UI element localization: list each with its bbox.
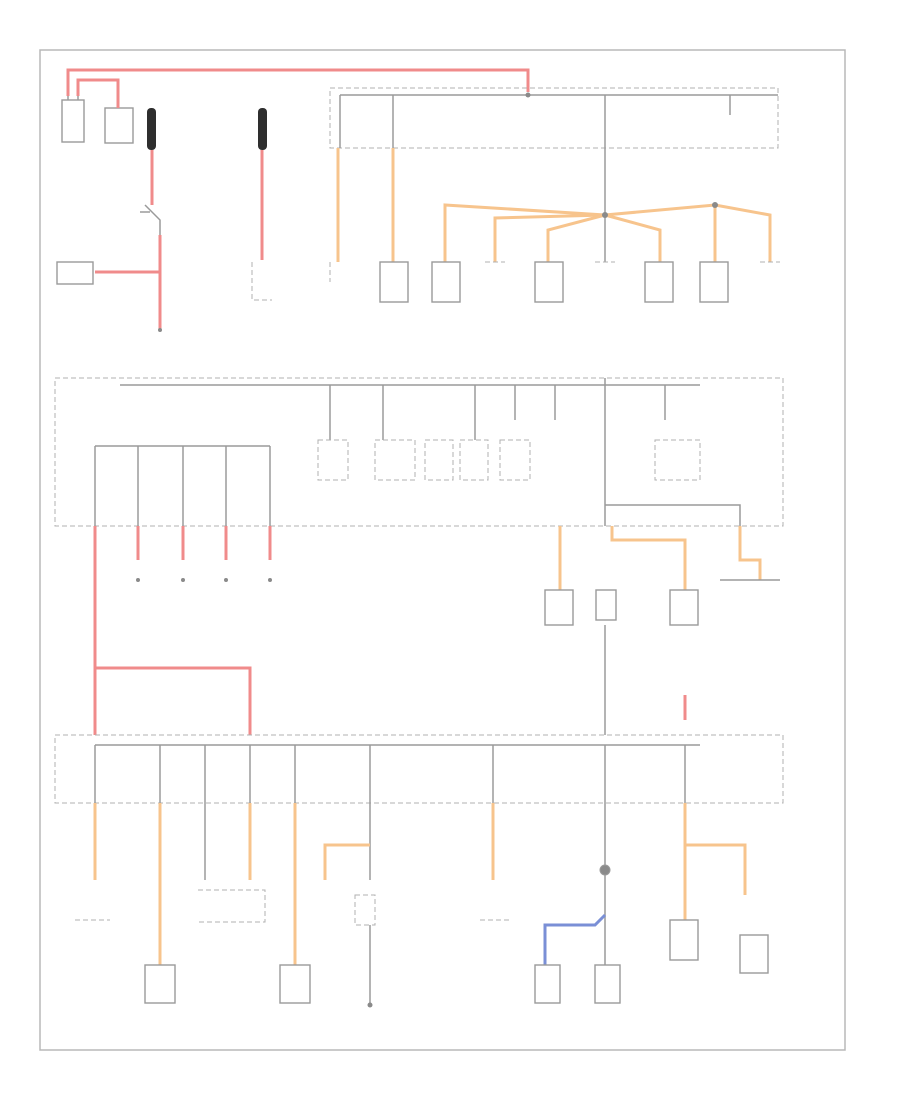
left-fuse-cluster [94, 445, 271, 526]
main-red-trunk-wire [93, 526, 252, 735]
relay-center-box [54, 377, 784, 527]
fuse-block-box [54, 734, 784, 804]
fuse-block-taps [94, 745, 686, 803]
ignition-switch-icon [140, 204, 161, 235]
relay-row [317, 439, 701, 481]
ground-row [136, 578, 272, 582]
relay-output-wire [605, 504, 741, 526]
hvac-branch-wire [323, 843, 370, 880]
top-component-row [329, 261, 780, 303]
battery-icon [61, 96, 85, 143]
mid-right-components [544, 579, 780, 626]
underhood-fuse-relay-center-top [329, 87, 779, 149]
fanout-wire-1 [443, 203, 606, 262]
generator-icon [251, 262, 272, 301]
ebcm-module-icon [56, 261, 94, 285]
starter-feed-wire [76, 78, 120, 108]
ignition-coil-feed-wire [610, 526, 687, 590]
bottom-components [75, 889, 769, 1004]
switch-ground-wire [543, 913, 607, 965]
brake-right-feed-wire [685, 843, 747, 895]
battery-main-feed-wire [66, 68, 530, 96]
fanout-wire-2 [493, 213, 606, 262]
starter-icon [104, 107, 134, 144]
bottom-grounds [367, 864, 611, 1008]
fanout-wire-6 [714, 203, 772, 262]
fanout-wire-3 [546, 213, 606, 262]
fusible-link-icon [147, 108, 267, 150]
safety-feed-wire [738, 526, 762, 580]
diagram-frame [39, 49, 846, 1051]
fanout-wire-4 [604, 213, 662, 262]
